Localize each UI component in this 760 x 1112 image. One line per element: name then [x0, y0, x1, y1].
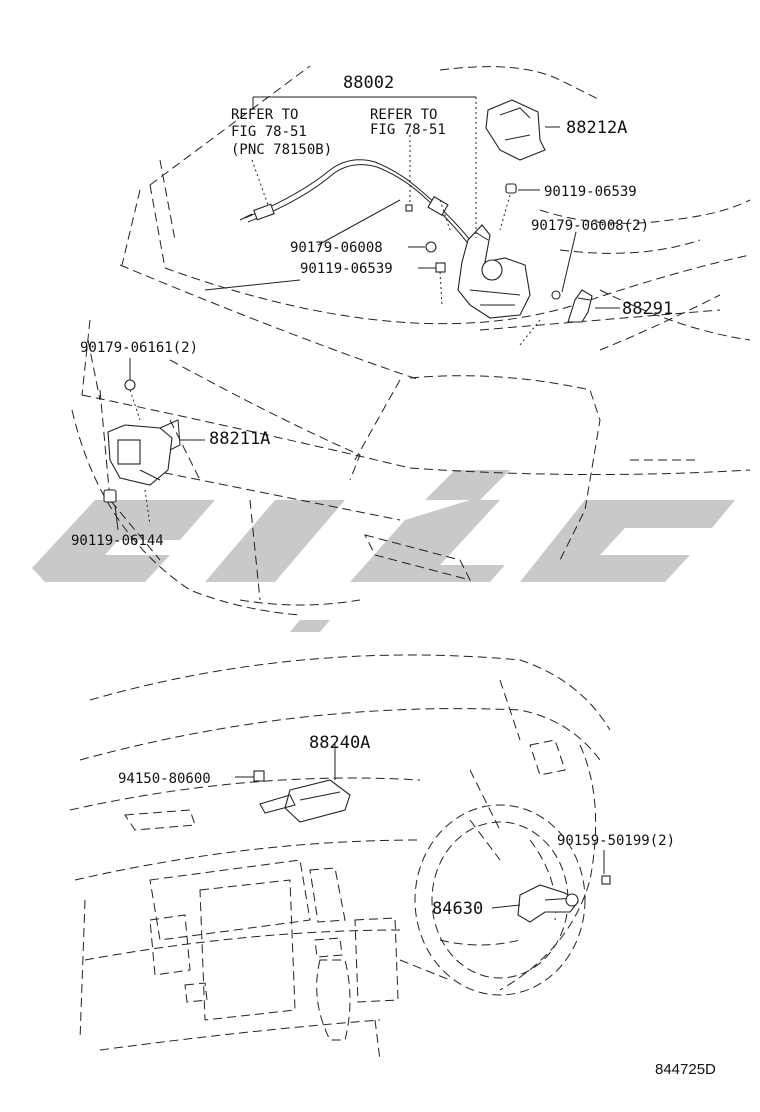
label-90179-06008: 90179-06008: [290, 240, 383, 256]
fasteners-bottom: [253, 770, 611, 885]
refer-left-line1: REFER TO: [231, 107, 298, 123]
label-90179-06161-2: 90179-06161(2): [80, 340, 198, 356]
refer-right-line2: FIG 78-51: [370, 122, 446, 138]
label-88212A: 88212A: [566, 118, 627, 138]
vehicle-front-outline: [71, 65, 751, 616]
label-88291: 88291: [622, 299, 673, 319]
cover-88212A: [485, 99, 546, 161]
label-88002: 88002: [343, 73, 394, 93]
actuator-assembly: [457, 224, 531, 319]
bracket-88291: [567, 289, 593, 323]
refer-right-line1: REFER TO: [370, 107, 437, 123]
label-90159-50199-2: 90159-50199(2): [557, 833, 675, 849]
label-90119-06539-upper: 90119-06539: [544, 184, 637, 200]
label-90119-06144: 90119-06144: [71, 533, 164, 549]
refer-left-line2: FIG 78-51: [231, 124, 307, 140]
fasteners-top: [103, 183, 561, 503]
label-88240A: 88240A: [309, 733, 370, 753]
label-88211A: 88211A: [209, 429, 270, 449]
leader-lines-top: [114, 96, 620, 531]
module-88240A: [259, 779, 351, 823]
switch-84630: [517, 884, 579, 923]
label-84630: 84630: [432, 899, 483, 919]
label-94150-80600: 94150-80600: [118, 771, 211, 787]
label-90119-06539-lower: 90119-06539: [300, 261, 393, 277]
sensor-88211A: [107, 419, 181, 486]
dashboard-outline: [69, 654, 611, 1061]
cables: [239, 159, 471, 247]
watermark-logo: [32, 470, 735, 632]
refer-left-line3: (PNC 78150B): [231, 142, 332, 158]
label-90179-06008-2: 90179-06008(2): [531, 218, 649, 234]
leader-lines-bottom: [235, 742, 605, 909]
figure-code: 844725D: [655, 1061, 716, 1078]
